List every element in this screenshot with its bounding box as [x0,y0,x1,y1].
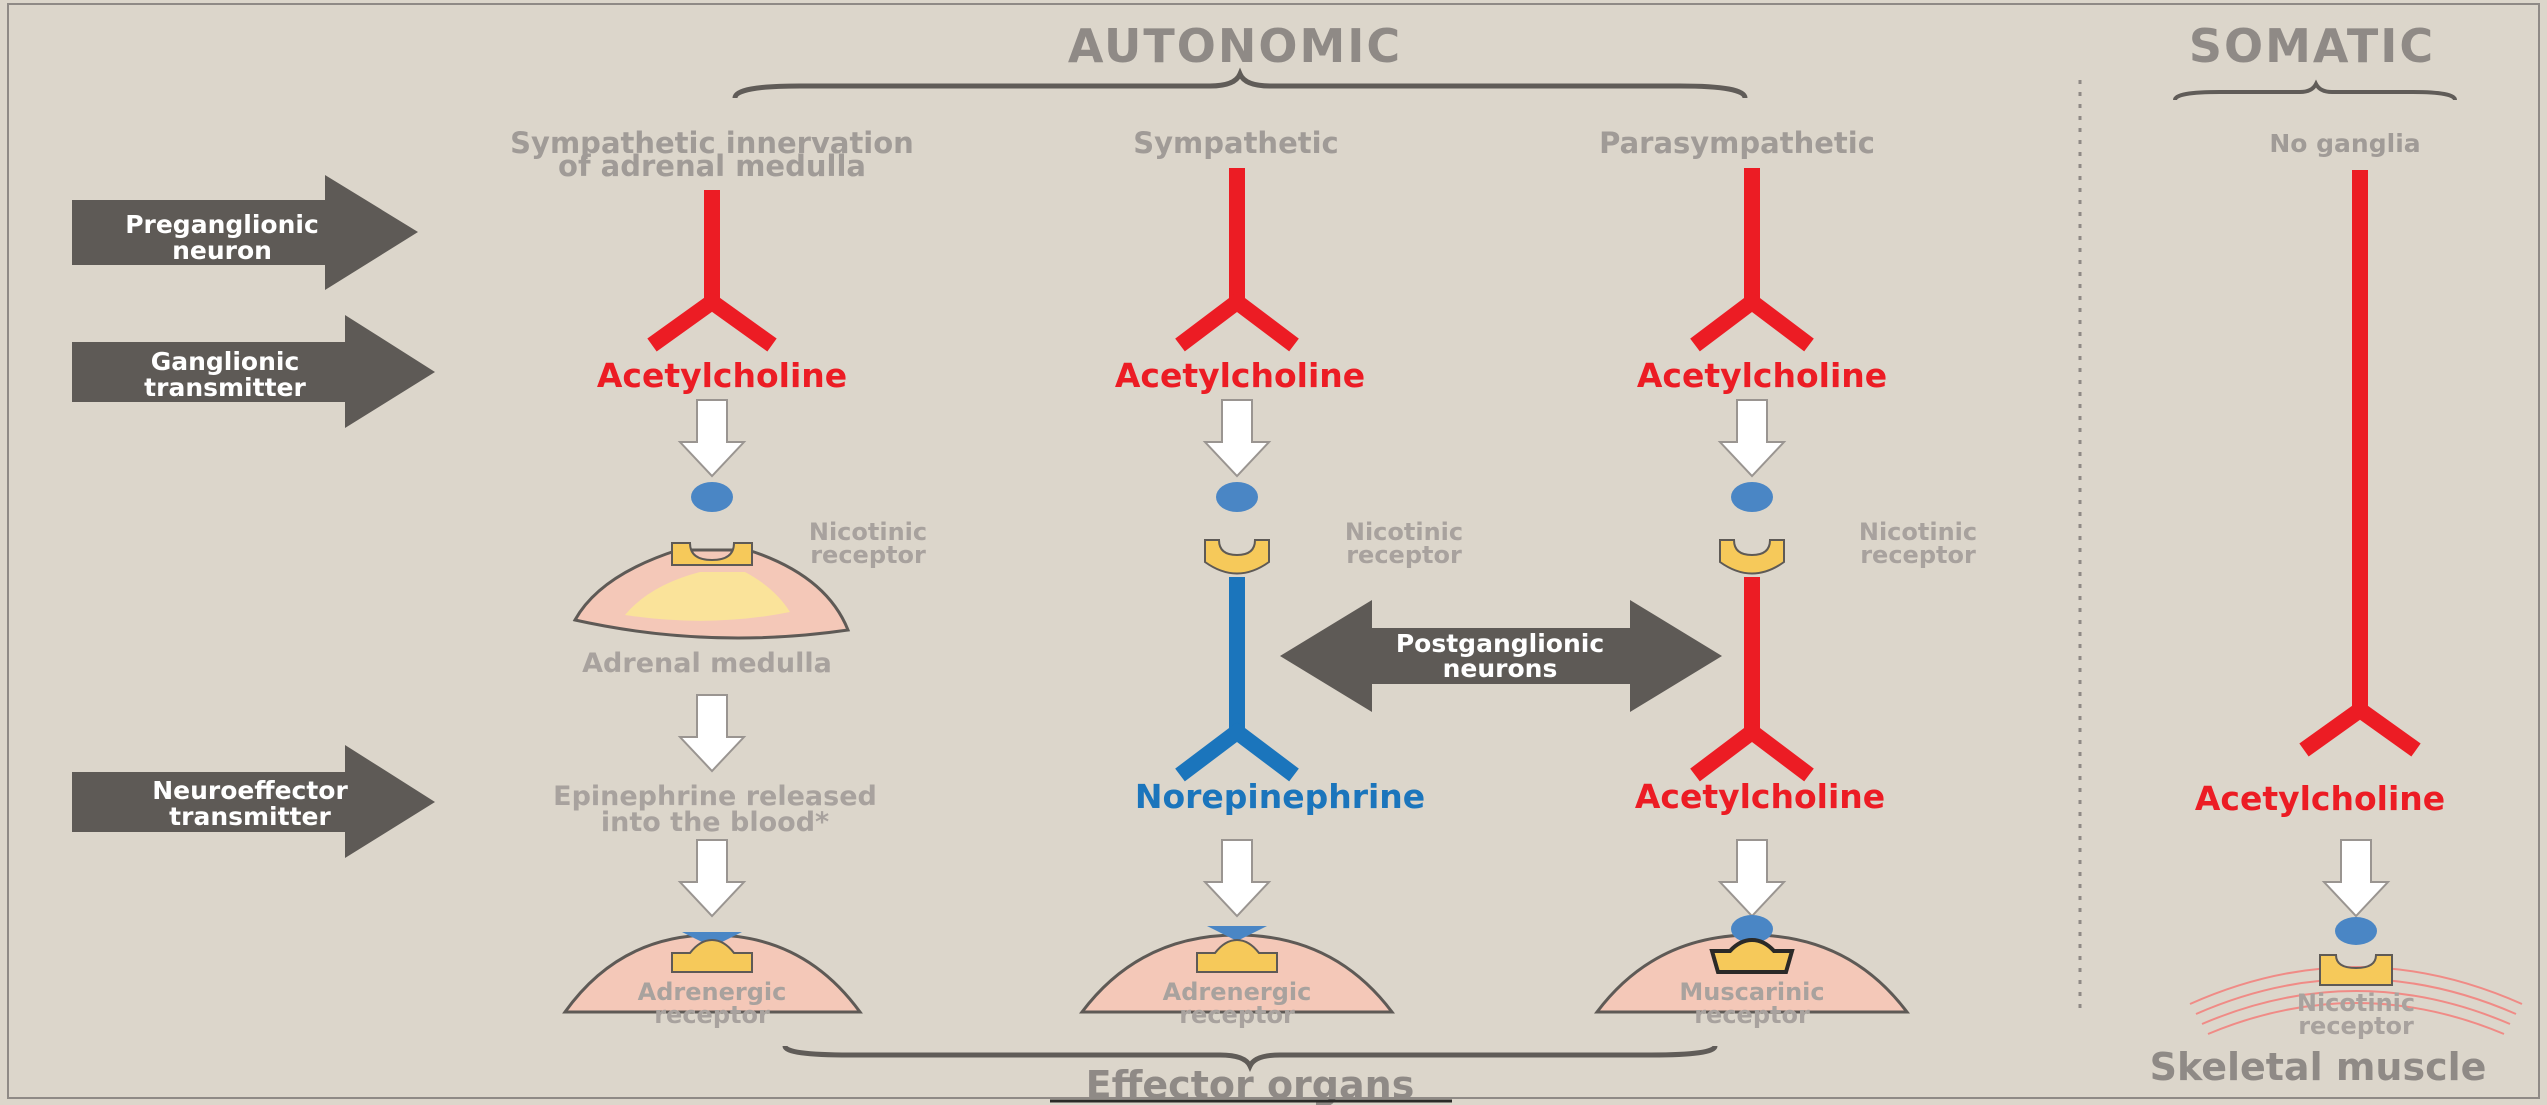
col2-norepinephrine-molecule [1207,926,1267,941]
postganglionic-double-arrow [1280,600,1722,712]
preganglionic-neuron-label: Preganglionic neuron [72,175,418,290]
norepinephrine-label: Norepinephrine [1135,777,1425,816]
epinephrine-label-line2: into the blood* [601,807,829,838]
col3-nicotinic-receptor [1719,539,1785,575]
ganglionic-arrow-shape [72,315,435,428]
col2-ganglionic-transmitter: Acetylcholine [1115,356,1365,395]
col1-acetylcholine-molecule [691,482,733,512]
col3-title: Parasympathetic [1599,126,1875,160]
col3-acetylcholine-molecule-2 [1731,915,1773,943]
svg-text:neuron: neuron [172,236,272,265]
svg-text:neurons: neurons [1443,654,1558,683]
col3-muscarinic-label-line1: Muscarinic [1679,978,1824,1006]
col3-preganglionic-neuron [1690,168,1814,352]
col1-nicotinic-label-line1: Nicotinic [809,518,927,546]
col4-neuroeffector-transmitter: Acetylcholine [2195,779,2445,818]
somatic-header: SOMATIC [2189,19,2435,73]
col1-adrenergic-label-line2: receptor [654,1001,770,1029]
col1-arrow-1 [679,399,745,477]
somatic-brace [2173,79,2457,101]
col4-nicotinic-label-line1: Nicotinic [2297,989,2415,1017]
skeletal-muscle-label: Skeletal muscle [2150,1045,2487,1089]
preganglionic-arrow-shape [72,175,418,290]
col3-arrow-2 [1719,839,1785,917]
postganglionic-neurons-label: Postganglionic neurons [1280,600,1722,712]
col1-adrenergic-label-line1: Adrenergic [638,978,787,1006]
col1-arrow-3 [679,839,745,917]
col1-preganglionic-neuron [647,190,777,352]
autonomic-header: AUTONOMIC [1068,19,1402,73]
adrenal-medulla-core [625,572,790,621]
effector-organs-brace [782,1045,1718,1073]
col3-acetylcholine-molecule [1731,482,1773,512]
col1-nicotinic-label-line2: receptor [810,541,926,569]
col4-title: No ganglia [2269,129,2420,158]
col2-adrenergic-receptor [1196,938,1278,973]
somatic-motor-neuron [2299,170,2421,757]
svg-text:Ganglionic: Ganglionic [151,347,300,376]
svg-text:transmitter: transmitter [169,802,331,831]
neuroeffector-transmitter-label: Neuroeffector transmitter [72,745,435,858]
svg-text:Postganglionic: Postganglionic [1396,629,1604,658]
col3-nicotinic-label-line1: Nicotinic [1859,518,1977,546]
col1-nicotinic-receptor [671,542,753,566]
col3-nicotinic-label-line2: receptor [1860,541,1976,569]
adrenal-medulla-label: Adrenal medulla [582,648,832,679]
col3-muscarinic-label-line2: receptor [1694,1001,1810,1029]
col2-arrow-1 [1204,399,1270,477]
col2-adrenergic-label-line1: Adrenergic [1163,978,1312,1006]
ganglionic-transmitter-label: Ganglionic transmitter [72,315,435,428]
col2-nicotinic-receptor [1204,539,1270,575]
col2-nicotinic-label-line1: Nicotinic [1345,518,1463,546]
svg-text:Neuroeffector: Neuroeffector [152,776,348,805]
col3-neuroeffector-transmitter: Acetylcholine [1635,777,1885,816]
col2-arrow-2 [1204,839,1270,917]
diagram-frame [7,3,2540,1099]
col4-acetylcholine-molecule [2335,917,2377,945]
epinephrine-label-line1: Epinephrine released [553,781,877,812]
col4-nicotinic-label-line2: receptor [2298,1012,2414,1040]
col1-title-line1: Sympathetic innervation [510,126,914,160]
autonomic-brace [732,67,1748,99]
effector-organs-label: Effector organs [1086,1063,1415,1105]
col4-nicotinic-receptor [2319,954,2393,986]
col1-adrenergic-receptor [671,938,753,973]
col3-arrow-1 [1719,399,1785,477]
col1-ganglionic-transmitter: Acetylcholine [597,356,847,395]
col2-preganglionic-neuron [1175,168,1299,352]
col3-muscarinic-receptor [1709,937,1795,974]
col3-postganglionic-neuron [1690,577,1814,782]
col3-ganglionic-transmitter: Acetylcholine [1637,356,1887,395]
col2-postganglionic-neuron [1175,577,1299,782]
col1-title-line2: of adrenal medulla [558,149,866,183]
col1-arrow-2 [679,694,745,772]
svg-text:Preganglionic: Preganglionic [125,210,319,239]
col4-arrow [2323,839,2389,917]
neuroeffector-arrow-shape [72,745,435,858]
col2-nicotinic-label-line2: receptor [1346,541,1462,569]
col2-adrenergic-label-line2: receptor [1179,1001,1295,1029]
svg-text:transmitter: transmitter [144,373,306,402]
col2-acetylcholine-molecule [1216,482,1258,512]
col2-title: Sympathetic [1133,126,1339,160]
